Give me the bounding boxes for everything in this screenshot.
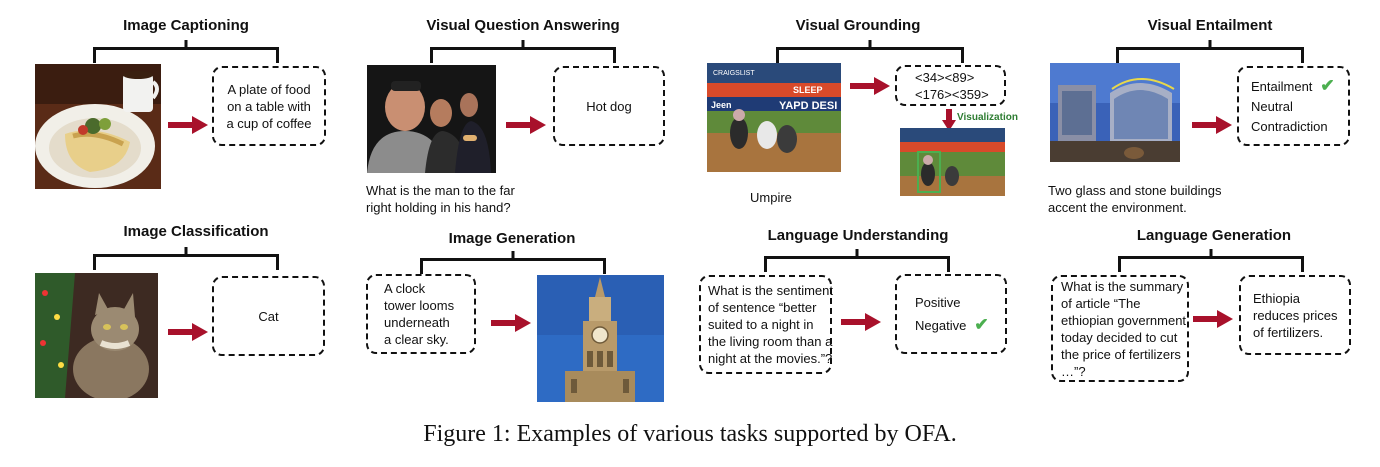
bracket-image-captioning	[93, 40, 279, 63]
bracket-visual-entailment	[1116, 40, 1304, 63]
red-arrow-icon	[491, 314, 531, 332]
vqa-question: What is the man to the far right holding…	[366, 183, 515, 215]
input-line: of article “The	[1061, 295, 1141, 311]
red-arrow-icon	[1193, 310, 1233, 328]
generation-prompt-box: A clock tower looms underneath a clear s…	[366, 274, 476, 354]
svg-text:Jeen: Jeen	[711, 100, 732, 110]
input-line: What is the summary	[1061, 278, 1184, 294]
down-arrow-icon	[942, 109, 956, 131]
input-line: What is the sentiment	[708, 283, 833, 298]
bracket-language-generation	[1118, 249, 1304, 272]
title-image-captioning: Image Captioning	[123, 17, 249, 34]
classification-label: Cat	[258, 308, 279, 324]
prompt-line: underneath	[384, 315, 450, 330]
image-baseball-field: CRAIGSLIST SLEEP Jeen YAPD DESI	[707, 63, 841, 172]
image-plate-of-food	[35, 64, 161, 189]
title-visual-grounding: Visual Grounding	[795, 17, 921, 34]
grounding-query: Umpire	[750, 190, 792, 205]
red-arrow-icon	[168, 116, 208, 134]
image-glass-buildings	[1050, 63, 1180, 162]
image-grounding-visualization	[900, 128, 1005, 196]
caption-line: A plate of food	[227, 81, 311, 97]
output-line: Ethiopia	[1253, 290, 1300, 306]
prompt-line: tower looms	[384, 298, 455, 313]
understanding-input-box: What is the sentiment of sentence “bette…	[699, 275, 833, 374]
red-arrow-icon	[168, 323, 208, 341]
grounding-coords: <176><359>	[915, 86, 989, 102]
red-arrow-icon	[1192, 116, 1232, 134]
grounding-output-box: <34><89> <176><359>	[895, 65, 1006, 106]
entailment-options-box: Entailment✔ Neutral Contradiction	[1237, 66, 1350, 146]
input-line: the living room than a	[708, 334, 833, 349]
input-line: the price of fertilizers	[1061, 346, 1181, 362]
grounding-coords: <34><89>	[915, 69, 975, 85]
check-icon: ✔	[1320, 76, 1335, 95]
understanding-option: Positive	[915, 295, 961, 310]
image-cat	[35, 273, 158, 398]
input-line: of sentence “better	[708, 300, 817, 315]
title-language-understanding: Language Understanding	[767, 227, 949, 244]
caption-line: a cup of coffee	[226, 115, 312, 131]
generation-output-box: Ethiopia reduces prices of fertilizers.	[1239, 275, 1351, 355]
input-line: night at the movies.”?	[708, 351, 833, 366]
vqa-answer: Hot dog	[586, 98, 632, 114]
image-men-at-game	[367, 65, 496, 173]
figure-caption: Figure 1: Examples of various tasks supp…	[423, 421, 957, 447]
bracket-image-classification	[93, 247, 279, 270]
title-vqa: Visual Question Answering	[426, 17, 620, 34]
svg-text:SLEEP: SLEEP	[793, 85, 823, 95]
understanding-options-box: Positive Negative✔	[895, 274, 1007, 354]
input-line: today decided to cut	[1061, 329, 1178, 345]
output-line: reduces prices	[1253, 307, 1338, 323]
prompt-line: a clear sky.	[384, 332, 449, 347]
prompt-line: A clock	[384, 281, 426, 296]
visualization-label: Visualization	[957, 112, 1018, 123]
title-image-classification: Image Classification	[123, 223, 269, 240]
vqa-answer-box: Hot dog	[553, 66, 665, 146]
svg-text:CRAIGSLIST: CRAIGSLIST	[713, 70, 755, 77]
red-arrow-icon	[850, 77, 890, 95]
bracket-language-understanding	[764, 249, 950, 272]
input-line: …”?	[1061, 363, 1086, 379]
input-line: suited to a night in	[708, 317, 814, 332]
check-icon: ✔	[974, 315, 989, 334]
title-image-generation: Image Generation	[448, 230, 576, 247]
understanding-option: Negative✔	[915, 315, 989, 334]
entailment-option: Entailment✔	[1251, 76, 1335, 95]
title-language-generation: Language Generation	[1136, 227, 1292, 244]
svg-text:YAPD DESI: YAPD DESI	[779, 100, 837, 112]
generation-input-box: What is the summary of article “The ethi…	[1051, 275, 1189, 382]
output-line: of fertilizers.	[1253, 324, 1324, 340]
red-arrow-icon	[841, 313, 881, 331]
caption-line: on a table with	[227, 98, 311, 114]
bracket-image-generation	[420, 251, 606, 274]
red-arrow-icon	[506, 116, 546, 134]
bracket-vqa	[430, 40, 616, 63]
caption-output-box: A plate of food on a table with a cup of…	[212, 66, 326, 146]
title-visual-entailment: Visual Entailment	[1147, 17, 1273, 34]
input-line: ethiopian government	[1061, 312, 1187, 328]
entailment-option: Neutral	[1251, 99, 1293, 114]
image-clock-tower	[537, 275, 664, 402]
bracket-visual-grounding	[776, 40, 964, 63]
classification-label-box: Cat	[212, 276, 325, 356]
entailment-option: Contradiction	[1251, 119, 1328, 134]
entailment-premise: Two glass and stone buildings accent the…	[1048, 183, 1222, 215]
